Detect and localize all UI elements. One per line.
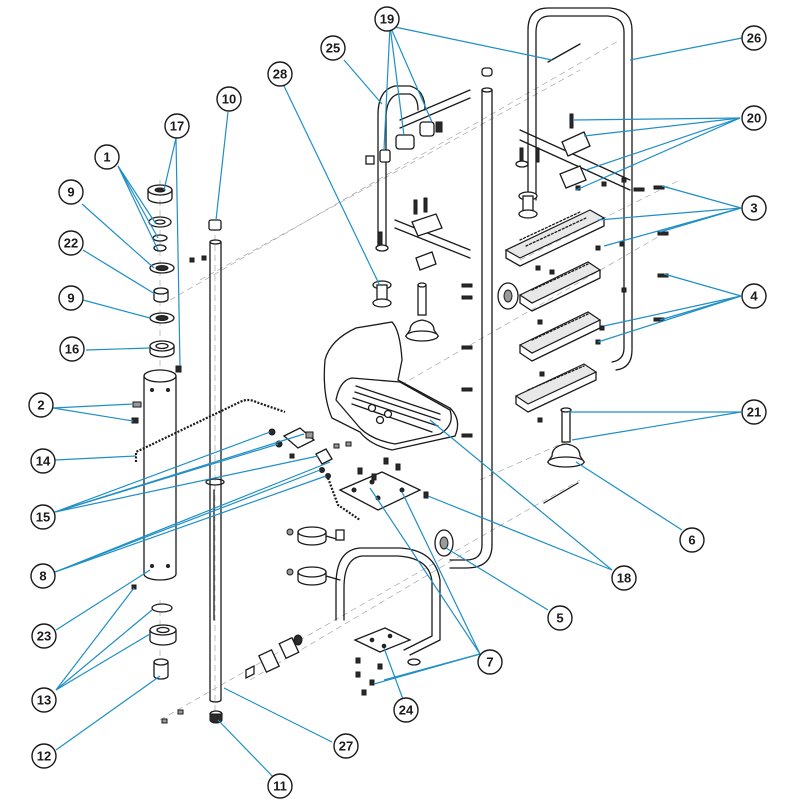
step-4	[514, 363, 598, 413]
svg-text:7: 7	[486, 655, 493, 670]
svg-text:15: 15	[36, 510, 50, 525]
base-frame	[245, 526, 441, 696]
svg-text:8: 8	[39, 569, 46, 584]
svg-text:23: 23	[37, 629, 51, 644]
callout-9-lower: 9	[58, 285, 84, 311]
callout-7: 7	[477, 649, 503, 675]
callout-27: 27	[333, 733, 359, 759]
callout-20: 20	[741, 105, 767, 131]
svg-text:9: 9	[67, 291, 74, 306]
foot-assembly	[543, 407, 586, 504]
svg-text:6: 6	[688, 533, 695, 548]
callout-24: 24	[393, 697, 419, 723]
step-2	[518, 261, 602, 312]
callout-16: 16	[59, 336, 85, 362]
callout-25: 25	[320, 35, 346, 61]
callout-17: 17	[164, 113, 190, 139]
center-pole-assembly	[161, 219, 225, 724]
svg-text:22: 22	[64, 236, 78, 251]
svg-text:4: 4	[750, 289, 758, 304]
seat-assembly	[323, 321, 459, 511]
svg-text:27: 27	[339, 739, 353, 754]
svg-text:21: 21	[747, 405, 761, 420]
handle-and-brackets	[134, 398, 361, 521]
callout-1: 1	[94, 144, 120, 170]
callout-26: 26	[741, 25, 767, 51]
callout-12: 12	[31, 743, 57, 769]
svg-text:9: 9	[67, 185, 74, 200]
step-1	[504, 209, 606, 267]
callout-22: 22	[58, 230, 84, 256]
steps	[504, 185, 669, 423]
callout-15: 15	[30, 504, 56, 530]
svg-text:2: 2	[37, 398, 44, 413]
callout-4: 4	[741, 283, 767, 309]
callout-5: 5	[547, 605, 573, 631]
callout-3: 3	[741, 195, 767, 221]
callout-8: 8	[30, 563, 56, 589]
svg-text:12: 12	[37, 749, 51, 764]
svg-text:10: 10	[222, 92, 236, 107]
callout-11: 11	[267, 773, 293, 799]
svg-text:16: 16	[65, 342, 79, 357]
callouts: 1 2 3 4 5 6 7 8 9 9 10 11 12 13 14 15 16…	[28, 6, 767, 799]
svg-text:19: 19	[380, 12, 394, 27]
callout-9-upper: 9	[58, 179, 84, 205]
callout-10: 10	[216, 86, 242, 112]
svg-text:26: 26	[747, 31, 761, 46]
svg-text:25: 25	[326, 41, 340, 56]
svg-text:11: 11	[273, 779, 287, 794]
svg-text:20: 20	[747, 111, 761, 126]
callout-2: 2	[28, 392, 54, 418]
callout-6: 6	[679, 527, 705, 553]
svg-text:14: 14	[36, 454, 51, 469]
svg-text:24: 24	[399, 703, 414, 718]
axis-lines	[159, 39, 681, 721]
callout-14: 14	[30, 448, 56, 474]
callout-21: 21	[741, 399, 767, 425]
callout-28: 28	[267, 61, 293, 87]
callout-19: 19	[374, 6, 400, 32]
callout-13: 13	[31, 687, 57, 713]
svg-text:5: 5	[556, 611, 563, 626]
svg-text:28: 28	[273, 67, 287, 82]
callout-18: 18	[611, 565, 637, 591]
svg-text:13: 13	[37, 693, 51, 708]
svg-text:3: 3	[750, 201, 757, 216]
left-column-assembly	[131, 184, 182, 680]
svg-text:1: 1	[103, 150, 110, 165]
leader-lines	[52, 25, 743, 783]
ladder-frame-25	[365, 85, 471, 342]
step-3	[518, 311, 602, 362]
svg-text:17: 17	[170, 119, 184, 134]
svg-text:18: 18	[617, 571, 631, 586]
callout-23: 23	[31, 623, 57, 649]
handrail-26	[515, 7, 633, 371]
